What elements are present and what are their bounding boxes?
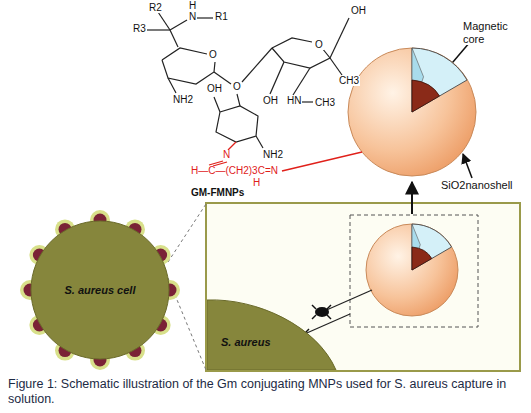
molecule-bonds [146,12,349,166]
chemical-bond [242,48,272,82]
adhesin-dot [129,344,142,357]
atom-label: R2 [148,3,163,13]
linker-bond [282,152,362,171]
chemical-bond [162,48,207,60]
atom-label: O [208,50,218,60]
cell-outline [207,298,337,370]
inset-frame [206,203,520,371]
atom-label: OH [206,84,223,94]
atom-label: N [222,150,231,160]
magnetic-nanoparticle [366,224,458,316]
cell-circle: S. aureus cell [30,220,170,360]
adhesin-halo [160,280,180,300]
adhesin-dot [164,284,177,297]
adhesin-dot [33,249,46,262]
atom-label: HN [286,96,302,106]
atom-label: H [188,1,197,11]
adhesin-halo [151,245,171,265]
linker-bond [228,142,236,150]
zoom-line [168,278,206,370]
chemical-bond [170,30,178,47]
adhesin-halo [20,280,40,300]
adhesin-dot [154,319,167,332]
chemical-bond [214,72,231,84]
part-label: SiO2nanoshell [440,180,514,191]
zoom-line [168,204,206,262]
chemical-bond [330,58,342,75]
chemical-bond [168,78,176,93]
atom-label: NH2 [172,95,194,105]
atom-label: R3 [132,24,147,34]
zoom-frame [350,215,478,327]
icon-leg [327,315,331,319]
chemical-bond [270,62,284,94]
adhesin-dot [59,223,72,236]
icon-leg [312,305,316,309]
chemical-bond [272,38,312,48]
chemical-bond [293,68,310,95]
silica-shell-cut [412,224,452,270]
cell-body [207,300,336,370]
adhesin-dot [33,319,46,332]
adhesin-halo [90,210,110,230]
atom-label: CH3 [314,98,336,108]
binding-link [300,314,350,336]
adhesin-halo [29,245,49,265]
cell-label: S. aureus [221,336,271,348]
part-label: Magnetic core [462,20,518,45]
chemical-bond [158,12,170,30]
atom-label: H [252,178,261,188]
atom-label: CH3 [338,76,360,86]
adhesin-halo [151,315,171,335]
adhesin-dot [94,354,107,367]
adhesin-halo [55,219,75,239]
chemical-bond [214,97,220,112]
chemical-bond [170,20,187,30]
atom-label: OH [262,96,279,106]
atom-label: NH2 [262,150,284,160]
linker-bond [209,161,223,165]
icon-leg [312,315,316,319]
atom-label: R1 [214,12,229,22]
adhesin-halo [29,315,49,335]
particle-name: GM-FMNPs [190,188,245,198]
adhesin-halo [90,350,110,370]
atom-label: N [188,12,197,22]
silica-shell-cut [412,48,467,112]
chemical-bond [330,18,349,58]
adhesin-halo [125,341,145,361]
cell-body [31,221,169,359]
magnetic-core [412,80,440,112]
adhesin-dot [59,344,72,357]
atom-label: O [314,40,324,50]
sphere-body [348,48,476,176]
chemical-bond [256,136,263,148]
chemical-bond [216,106,258,142]
adhesin-dot [94,214,107,227]
cell-label: S. aureus cell [65,284,136,296]
icon-leg [327,305,331,309]
chemical-bond [146,29,170,30]
binding-link [322,290,372,312]
chemical-bond [197,17,213,18]
sphere-body [366,224,458,316]
adhesin-dot [129,223,142,236]
atom-label: OH [350,6,367,16]
zoom-arrow [411,182,413,214]
adhesin-halo [55,341,75,361]
magnetic-core [412,247,432,270]
leader-arrow [463,154,472,178]
chemical-bond [237,94,240,106]
cell-surface: S. aureus [207,298,337,370]
adhesin-halo [125,219,145,239]
adhesin-dot [24,284,37,297]
chemical-bond [272,48,330,68]
atom-label: H—C—(CH2)3C=N [190,166,279,176]
figure-caption: Figure 1: Schematic illustration of the … [8,377,523,407]
adhesin-dot [154,249,167,262]
atom-label: O [232,82,242,92]
magnetic-nanoparticle [348,48,476,176]
